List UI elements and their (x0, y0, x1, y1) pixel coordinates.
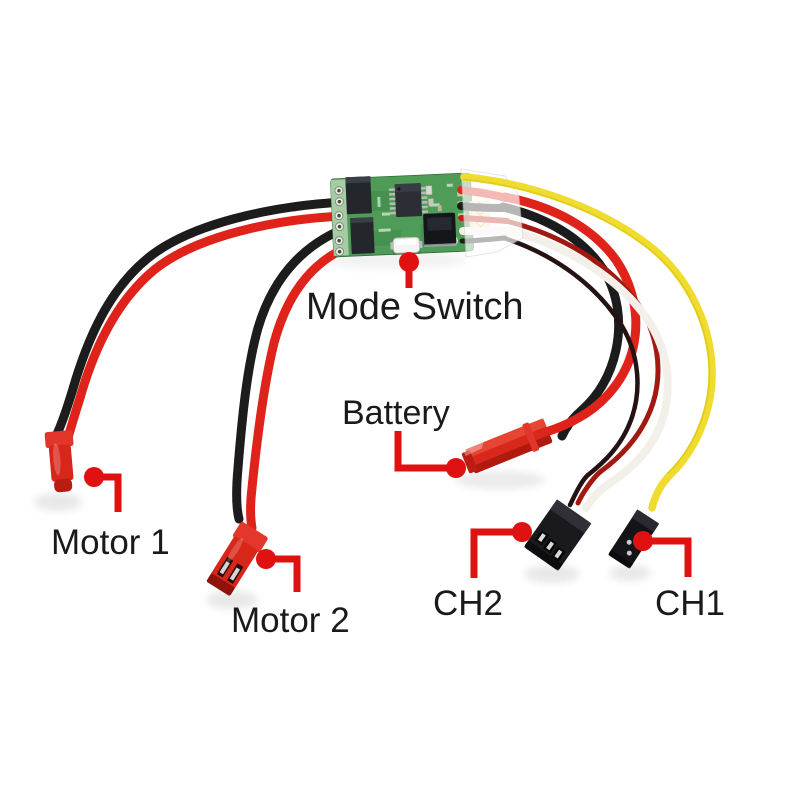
label-ch1: CH1 (655, 584, 726, 623)
battery-wires (498, 192, 641, 441)
battery-connector (461, 418, 553, 474)
annotation-leaders (84, 252, 692, 592)
ch2-servo-connector (523, 499, 592, 571)
mosfet-ic-lower (350, 217, 375, 255)
label-battery: Battery (342, 394, 450, 432)
solder-pads (334, 186, 345, 257)
motor1-wires (51, 197, 349, 446)
motor2-wires (232, 224, 348, 533)
ch2-servo-wires (501, 218, 672, 512)
label-ch2: CH2 (433, 584, 504, 623)
ch1-leader (633, 531, 692, 577)
motor1-connector (44, 430, 74, 493)
ch2-leader (470, 522, 532, 578)
label-mode-switch: Mode Switch (306, 286, 524, 328)
silkscreen-marks (377, 183, 453, 232)
battery-leader (394, 431, 466, 478)
ch1-yellow-wire-shade (463, 178, 711, 474)
label-motor-2: Motor 2 (231, 601, 350, 640)
mosfet-ic-upper (345, 176, 372, 215)
ch1-yellow-wire (460, 173, 716, 512)
qfn-chip (423, 212, 457, 247)
motor2-connector (206, 521, 268, 596)
motor1-leader (84, 467, 122, 512)
mode-switch-leader (399, 252, 419, 288)
soic-chip (388, 183, 428, 218)
clear-heatshrink (460, 168, 524, 258)
passive-components (425, 185, 442, 212)
label-motor-1: Motor 1 (51, 523, 170, 562)
motor2-leader (256, 549, 301, 592)
